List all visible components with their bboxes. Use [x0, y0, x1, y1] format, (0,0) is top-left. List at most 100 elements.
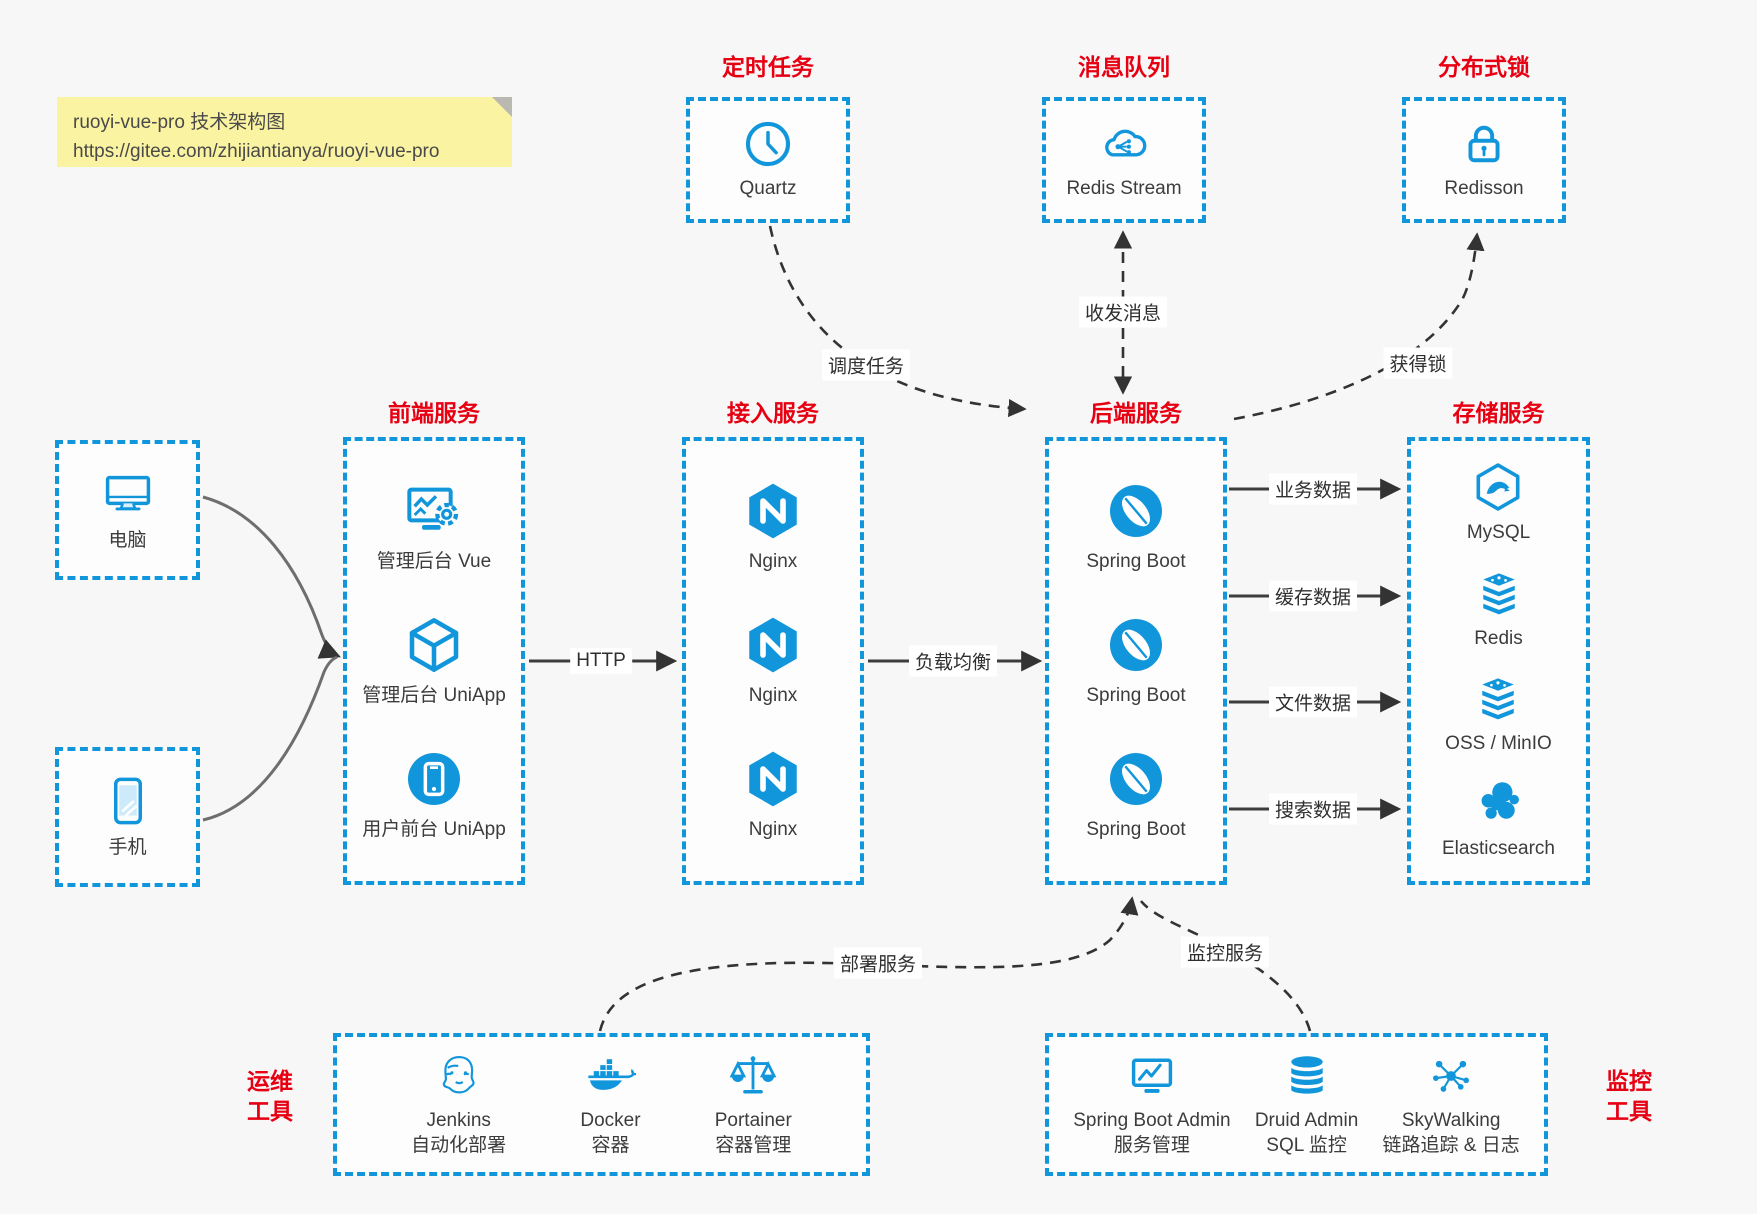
storage-group-box: MySQL Redis OSS / MinIO Elasticsearch [1407, 437, 1590, 885]
admin-vue-icon [402, 479, 466, 543]
node-sublabel: 自动化部署 [411, 1135, 507, 1156]
scheduler-group-box: Quartz [686, 97, 850, 223]
node-label: Redisson [1444, 178, 1524, 200]
node-label: Portainer [714, 1110, 792, 1132]
edge-label-file-data: 文件数据 [1268, 686, 1358, 718]
node-label: 手机 [108, 837, 147, 859]
spring-boot-icon [1104, 747, 1168, 811]
node-mysql: MySQL [1467, 460, 1530, 546]
node-druid-admin: Druid Admin SQL 监控 [1254, 1050, 1359, 1158]
mq-group-title: 消息队列 [1078, 54, 1170, 80]
gateway-group-box: Nginx Nginx Nginx [682, 437, 864, 885]
node-spring-boot-admin: Spring Boot Admin 服务管理 [1073, 1050, 1231, 1158]
note-url: https://gitee.com/zhijiantianya/ruoyi-vu… [73, 141, 440, 163]
edge-label-monitor: 监控服务 [1180, 936, 1270, 968]
node-user-uniapp: 用户前台 UniApp [362, 747, 506, 843]
edge-label-schedule: 调度任务 [821, 349, 911, 381]
portainer-icon [727, 1050, 779, 1102]
node-redis-stream: Redis Stream [1066, 118, 1182, 202]
frontend-group-box: 管理后台 Vue 管理后台 UniApp 用户前台 UniApp [343, 437, 525, 885]
node-quartz: Quartz [739, 118, 797, 202]
node-label: Druid Admin [1254, 1110, 1359, 1132]
node-label: SkyWalking [1401, 1110, 1501, 1132]
frontend-group-title: 前端服务 [388, 400, 480, 426]
node-skywalking: SkyWalking 链路追踪 & 日志 [1383, 1050, 1520, 1158]
edge-mobile-to-frontend [202, 655, 338, 822]
node-label: OSS / MinIO [1445, 732, 1552, 754]
nginx-icon [741, 613, 805, 677]
user-app-icon [402, 747, 466, 811]
spring-boot-admin-icon [1126, 1050, 1178, 1102]
scheduler-group-title: 定时任务 [722, 54, 814, 80]
node-nginx-3: Nginx [741, 747, 805, 843]
node-docker: Docker 容器 [580, 1050, 641, 1158]
jenkins-icon [433, 1050, 485, 1102]
node-label: Spring Boot [1086, 551, 1186, 573]
node-label: Spring Boot [1086, 685, 1186, 707]
node-admin-vue: 管理后台 Vue [377, 479, 491, 575]
gateway-group-title: 接入服务 [727, 400, 819, 426]
sticky-note: ruoyi-vue-pro 技术架构图 https://gitee.com/zh… [57, 97, 512, 167]
client-pc-box: 电脑 [55, 440, 200, 580]
node-redis: Redis [1472, 566, 1526, 652]
ops-group-box: Jenkins 自动化部署 Docker 容器 Portainer 容器管理 [333, 1033, 870, 1176]
node-nginx-2: Nginx [741, 613, 805, 709]
monitoring-title-line1: 监控 [1606, 1068, 1652, 1094]
note-title: ruoyi-vue-pro 技术架构图 [73, 112, 286, 133]
lock-icon [1458, 118, 1510, 170]
node-label: MySQL [1466, 522, 1531, 544]
node-label: Spring Boot [1086, 819, 1186, 841]
node-spring-boot-3: Spring Boot [1086, 747, 1186, 843]
lock-group-title: 分布式锁 [1438, 54, 1530, 80]
edge-label-load-balance: 负载均衡 [908, 645, 998, 677]
spring-boot-icon [1104, 479, 1168, 543]
storage-group-title: 存储服务 [1452, 400, 1545, 426]
monitoring-tools-title: 监控 工具 [1594, 1066, 1664, 1126]
backend-group-title: 后端服务 [1090, 400, 1182, 426]
node-pc: 电脑 [100, 466, 156, 554]
client-mobile-box: 手机 [55, 747, 200, 887]
edge-label-messaging: 收发消息 [1078, 296, 1168, 328]
node-label: Nginx [748, 551, 798, 573]
node-label: Elasticsearch [1442, 837, 1555, 859]
node-label: Redis Stream [1066, 178, 1182, 200]
nginx-icon [741, 479, 805, 543]
node-portainer: Portainer 容器管理 [715, 1050, 792, 1158]
oss-minio-icon [1471, 671, 1525, 725]
node-sublabel: 链路追踪 & 日志 [1382, 1135, 1520, 1156]
edge-acquire-lock [1233, 232, 1485, 421]
node-label: 电脑 [108, 530, 147, 552]
spring-boot-icon [1104, 613, 1168, 677]
edge-label-business-data: 业务数据 [1268, 473, 1358, 505]
edge-pc-to-frontend [202, 495, 341, 659]
node-label: Redis [1474, 627, 1523, 649]
clock-icon [742, 118, 794, 170]
redis-icon [1472, 566, 1526, 620]
lock-group-box: Redisson [1402, 97, 1566, 223]
druid-icon [1281, 1050, 1333, 1102]
node-sublabel: 容器管理 [715, 1135, 792, 1156]
elasticsearch-icon [1472, 776, 1526, 830]
monitoring-title-line2: 工具 [1606, 1098, 1652, 1124]
monitoring-group-box: Spring Boot Admin 服务管理 Druid Admin SQL 监… [1045, 1033, 1548, 1176]
node-jenkins: Jenkins 自动化部署 [411, 1050, 506, 1158]
backend-group-box: Spring Boot Spring Boot Spring Boot [1045, 437, 1227, 885]
cloud-stream-icon [1098, 118, 1150, 170]
skywalking-icon [1425, 1050, 1477, 1102]
mysql-icon [1471, 460, 1525, 514]
node-sublabel: 容器 [591, 1135, 630, 1156]
edge-label-deploy: 部署服务 [833, 947, 923, 979]
ops-title-line2: 工具 [247, 1098, 293, 1124]
mq-group-box: Redis Stream [1042, 97, 1206, 223]
node-label: Nginx [748, 685, 798, 707]
docker-icon [584, 1050, 636, 1102]
phone-icon [100, 773, 156, 829]
edge-label-cache-data: 缓存数据 [1268, 580, 1358, 612]
node-sublabel: SQL 监控 [1266, 1135, 1347, 1156]
node-label: Nginx [748, 819, 798, 841]
node-spring-boot-2: Spring Boot [1086, 613, 1186, 709]
edge-schedule [768, 225, 1027, 418]
node-label: 用户前台 UniApp [362, 819, 506, 841]
node-spring-boot-1: Spring Boot [1086, 479, 1186, 575]
